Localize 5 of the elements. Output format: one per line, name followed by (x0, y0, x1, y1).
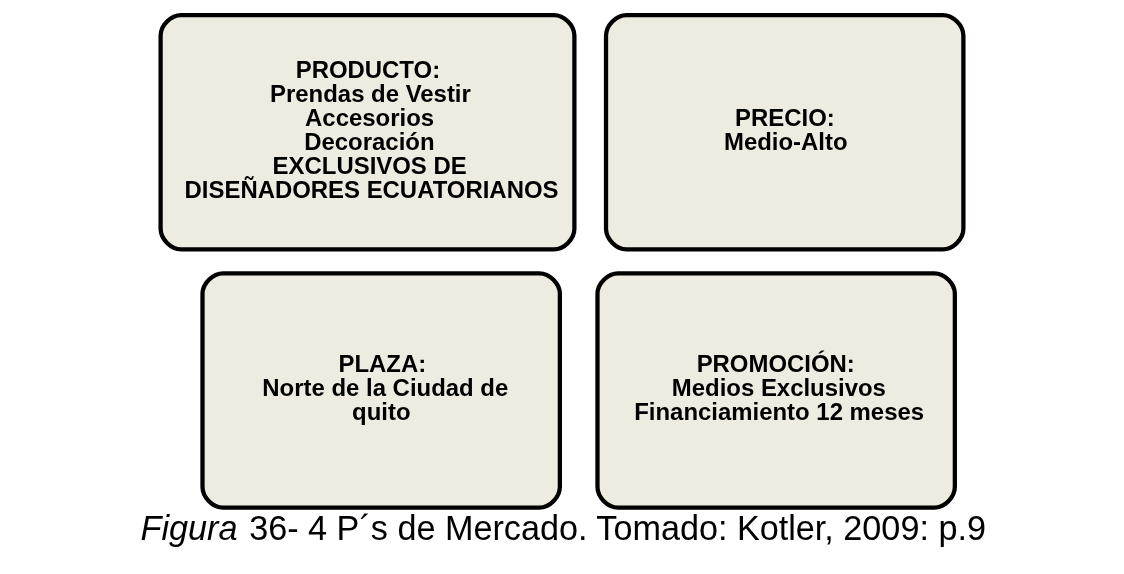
caption: Figura 36- 4 P´s de Mercado. Tomado: Kotler, 2009: p.9 (140, 509, 986, 548)
node-box: PLAZA: Norte de la Ciudad de quito (200, 271, 562, 510)
node-box: PRECIO: Medio-Alto (603, 13, 966, 252)
node-box: PROMOCIÓN: Medios Exclusivos Financiamiento 12 meses (595, 271, 957, 510)
node-box: PRODUCTO: Prendas de Vestir Accesorios Decoración EXCLUSIVOS DE DISEÑADORES ECUATORIANOS (158, 13, 577, 252)
